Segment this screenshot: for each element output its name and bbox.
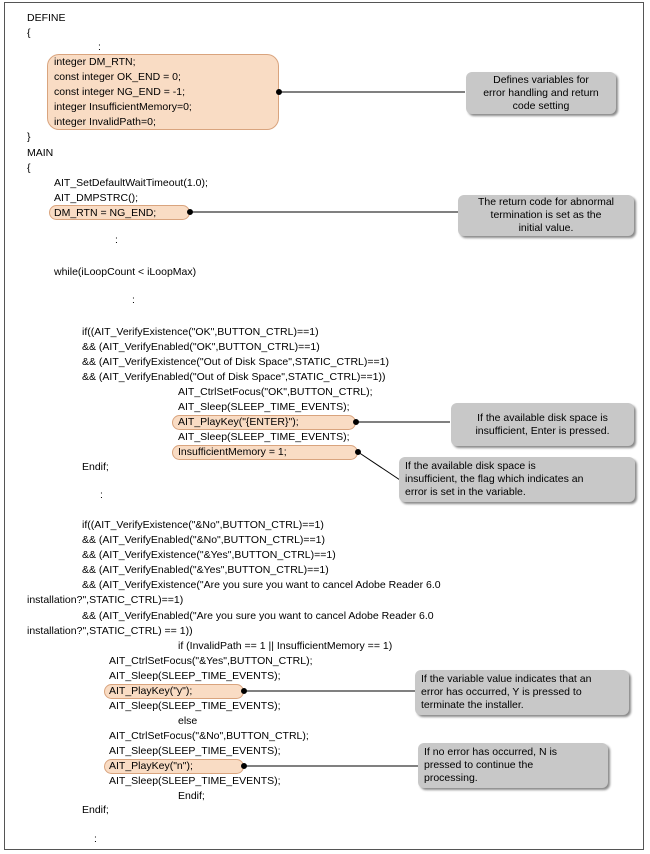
code-line: integer InsufficientMemory=0; (54, 101, 192, 113)
code-line: installation?",STATIC_CTRL)==1) (27, 594, 184, 606)
document-frame (4, 2, 644, 850)
code-line: AIT_Sleep(SLEEP_TIME_EVENTS); (109, 775, 281, 787)
code-line: AIT_PlayKey("{ENTER}"); (178, 416, 299, 428)
define-variables-highlight (47, 54, 279, 130)
code-line: && (AIT_VerifyEnabled("OK",BUTTON_CTRL)=… (82, 341, 320, 353)
code-line: AIT_Sleep(SLEEP_TIME_EVENTS); (109, 745, 281, 757)
code-line: DM_RTN = NG_END; (54, 207, 157, 219)
code-line: const integer NG_END = -1; (54, 86, 186, 98)
code-line: InsufficientMemory = 1; (178, 446, 287, 458)
callout-define-variables: Defines variables for error handling and… (466, 72, 616, 114)
code-line: AIT_Sleep(SLEEP_TIME_EVENTS); (178, 401, 350, 413)
code-line: AIT_PlayKey("y"); (109, 685, 193, 697)
code-line: AIT_CtrlSetFocus("OK",BUTTON_CTRL); (178, 386, 373, 398)
code-line: { (27, 27, 31, 39)
code-line: integer DM_RTN; (54, 56, 136, 68)
code-line: Endif; (82, 804, 109, 816)
code-line: const integer OK_END = 0; (54, 71, 181, 83)
code-line: MAIN (27, 147, 54, 159)
code-line: DEFINE (27, 12, 66, 24)
code-line: && (AIT_VerifyExistence("Out of Disk Spa… (82, 356, 389, 368)
code-line: && (AIT_VerifyEnabled("Out of Disk Space… (82, 371, 386, 383)
code-line: AIT_Sleep(SLEEP_TIME_EVENTS); (109, 700, 281, 712)
code-line: : (132, 294, 135, 306)
code-line: } (27, 131, 31, 143)
code-line: AIT_Sleep(SLEEP_TIME_EVENTS); (178, 431, 350, 443)
code-line: else (178, 715, 198, 727)
callout-error-flag: If the available disk space is insuffici… (399, 457, 635, 502)
code-line: && (AIT_VerifyExistence("&Yes",BUTTON_CT… (82, 549, 336, 561)
code-line: while(iLoopCount < iLoopMax) (54, 266, 197, 278)
code-line: installation?",STATIC_CTRL) == 1)) (27, 625, 193, 637)
callout-press-y: If the variable value indicates that an … (415, 670, 629, 715)
code-line: : (98, 41, 101, 53)
code-line: Endif; (178, 790, 205, 802)
callout-enter-pressed: If the available disk space is insuffici… (451, 403, 634, 446)
code-line: if((AIT_VerifyExistence("&No",BUTTON_CTR… (82, 519, 324, 531)
code-line: && (AIT_VerifyEnabled("&No",BUTTON_CTRL)… (82, 534, 326, 546)
callout-press-n: If no error has occurred, N is pressed t… (418, 743, 608, 788)
code-line: integer InvalidPath=0; (54, 116, 156, 128)
code-line: AIT_SetDefaultWaitTimeout(1.0); (54, 177, 208, 189)
code-line: AIT_CtrlSetFocus("&No",BUTTON_CTRL); (109, 730, 309, 742)
callout-initial-return-code: The return code for abnormal termination… (458, 195, 634, 236)
code-line: if((AIT_VerifyExistence("OK",BUTTON_CTRL… (82, 326, 319, 338)
code-line: { (27, 162, 31, 174)
code-line: && (AIT_VerifyExistence("Are you sure yo… (82, 579, 441, 591)
code-line: : (100, 489, 103, 501)
code-line: && (AIT_VerifyEnabled("&Yes",BUTTON_CTRL… (82, 564, 329, 576)
code-line: : (94, 833, 97, 845)
code-line: Endif; (82, 461, 109, 473)
code-line: : (115, 234, 118, 246)
code-line: AIT_DMPSTRC(); (54, 192, 138, 204)
code-line: AIT_Sleep(SLEEP_TIME_EVENTS); (109, 670, 281, 682)
code-line: if (InvalidPath == 1 || InsufficientMemo… (178, 640, 393, 652)
code-line: && (AIT_VerifyEnabled("Are you sure you … (82, 610, 434, 622)
code-line: AIT_CtrlSetFocus("&Yes",BUTTON_CTRL); (109, 655, 313, 667)
code-line: AIT_PlayKey("n"); (109, 760, 193, 772)
